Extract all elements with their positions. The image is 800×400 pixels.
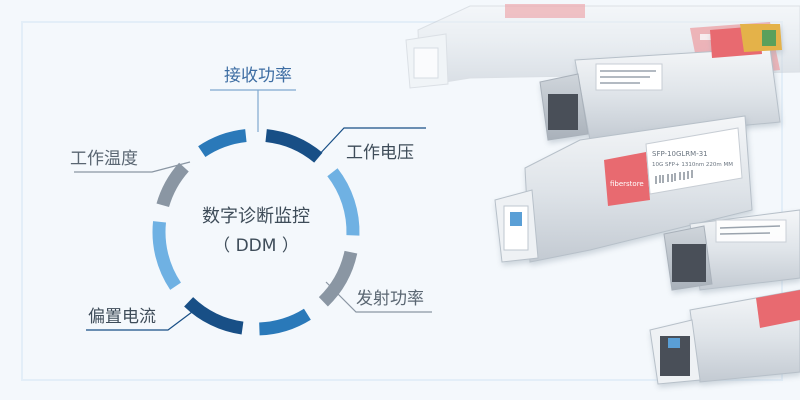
sfp-transceiver-modules-image: fiberstore SFP-10GLRM-31 10G SFP+ 1310nm… xyxy=(405,4,800,385)
ring-segment-right xyxy=(327,168,360,236)
ring-segment-upper-right xyxy=(265,129,323,163)
label-operating-voltage: 工作电压 xyxy=(346,143,414,163)
ring-segment-upper-left xyxy=(156,162,189,208)
leader-operating-temperature xyxy=(74,161,191,173)
module-brand-label: fiberstore xyxy=(610,180,644,188)
ring-segment-left xyxy=(152,221,182,290)
module-part-number-line2: 10G SFP+ 1310nm 220m MM xyxy=(652,162,733,168)
center-title: 数字诊断监控 xyxy=(202,206,310,227)
module-part-number: SFP-10GLRM-31 xyxy=(652,150,708,158)
leader-bias-current xyxy=(86,305,201,331)
sfp-module-3: fiberstore SFP-10GLRM-31 10G SFP+ 1310nm… xyxy=(494,115,753,263)
ring-segment-lower-right xyxy=(318,250,358,307)
label-operating-temperature: 工作温度 xyxy=(70,149,138,169)
ddm-ring xyxy=(152,129,360,336)
center-subtitle: （ DDM ） xyxy=(213,236,299,256)
leader-lines xyxy=(74,89,432,331)
label-bias-current: 偏置电流 xyxy=(88,307,156,327)
ring-segment-bottom-right xyxy=(258,308,311,336)
leader-operating-voltage xyxy=(315,127,426,159)
sfp-module-2 xyxy=(539,24,782,141)
sfp-module-5 xyxy=(649,289,800,385)
ring-segment-bottom-left xyxy=(184,296,244,335)
content-frame xyxy=(21,21,783,381)
label-transmit-power: 发射功率 xyxy=(356,289,424,309)
sfp-module-4 xyxy=(663,209,800,291)
leader-transmit-power xyxy=(325,281,432,313)
label-receive-power: 接收功率 xyxy=(224,66,292,86)
ring-segment-top xyxy=(198,129,247,158)
